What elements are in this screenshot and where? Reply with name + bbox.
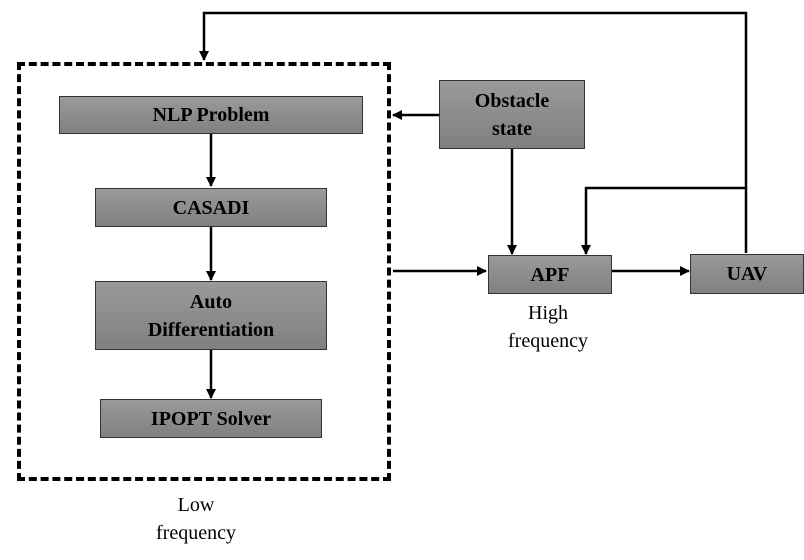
ipopt-solver-block: IPOPT Solver [100, 399, 322, 438]
obstacle-state-label-line2: state [492, 117, 532, 140]
uav-block: UAV [690, 254, 804, 294]
casadi-label: CASADI [172, 196, 250, 219]
obstacle-state-label-line1: Obstacle [474, 89, 550, 112]
low-frequency-line1: Low [177, 494, 215, 516]
casadi-block: CASADI [95, 188, 327, 227]
ipopt-solver-label: IPOPT Solver [150, 407, 272, 430]
nlp-problem-block: NLP Problem [59, 96, 363, 134]
low-frequency-line2: frequency [156, 522, 236, 544]
low-frequency-caption: Low frequency [128, 491, 264, 547]
apf-label: APF [530, 263, 570, 286]
obstacle-state-block: Obstacle state [439, 80, 585, 149]
high-frequency-line2: frequency [508, 330, 588, 352]
low-frequency-region [17, 62, 391, 481]
auto-differentiation-label-line1: Auto [189, 290, 233, 313]
uav-label: UAV [726, 263, 768, 285]
auto-differentiation-label-line2: Differentiation [147, 318, 275, 341]
high-frequency-line1: High [528, 302, 568, 324]
nlp-problem-label: NLP Problem [152, 104, 270, 126]
high-frequency-caption: High frequency [480, 299, 616, 355]
arrow-uav-feedback-to-apf [581, 186, 748, 255]
arrow-uav-feedback-to-region [199, 11, 748, 188]
auto-differentiation-block: Auto Differentiation [95, 281, 327, 350]
apf-block: APF [488, 255, 612, 294]
